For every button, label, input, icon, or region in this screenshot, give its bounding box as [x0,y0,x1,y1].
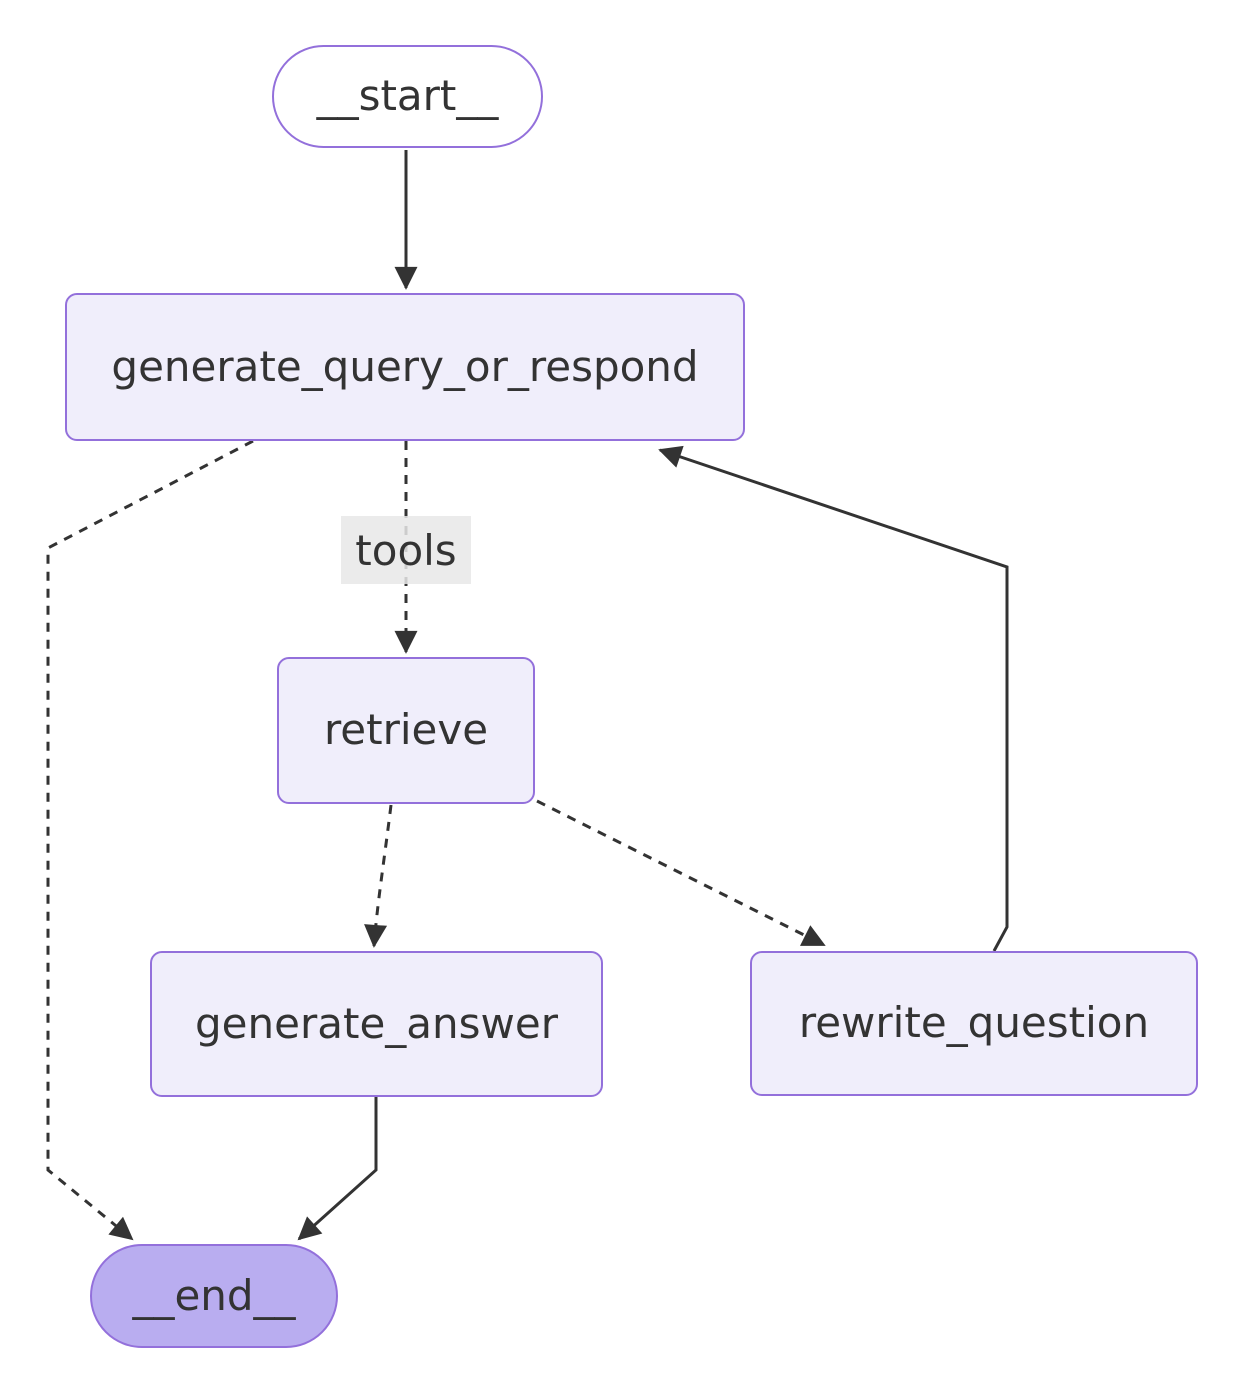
node-generate-answer: generate_answer [150,951,603,1097]
node-rewrite-question: rewrite_question [750,951,1198,1096]
edge-label-tools: tools [341,516,471,584]
edge-retrieve-to-rewrite-question [536,799,826,947]
edge-retrieve-to-generate-answer [364,804,393,948]
edge-generate-query-or-respond-to-end [46,439,254,1241]
node-retrieve: retrieve [277,657,535,804]
node-retrieve-label: retrieve [323,705,489,755]
edge-rewrite-question-to-generate-query-or-respond [658,445,1009,952]
edge-label-tools-text: tools [355,525,457,575]
node-generate-query-or-respond-label: generate_query_or_respond [111,341,699,391]
node-start-label: __start__ [316,71,499,121]
node-rewrite-question-label: rewrite_question [798,998,1150,1048]
node-generate-answer-label: generate_answer [195,998,558,1048]
node-generate-query-or-respond: generate_query_or_respond [65,293,745,441]
node-start: __start__ [272,45,543,148]
node-end: __end__ [90,1244,338,1348]
edge-generate-answer-to-end [297,1097,378,1241]
node-end-label: __end__ [132,1270,296,1320]
